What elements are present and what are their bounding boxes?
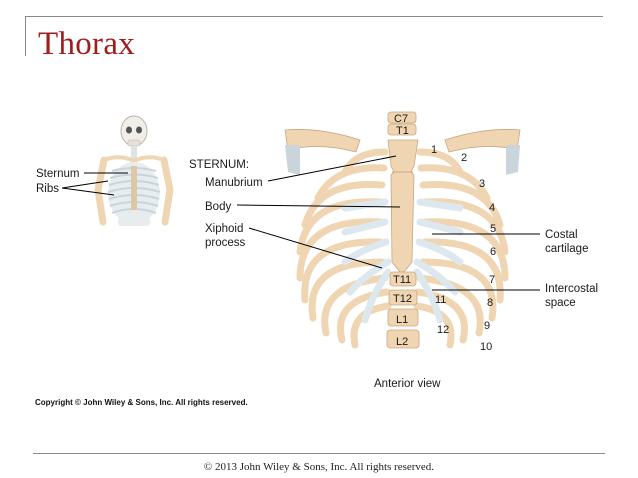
slide-title: Thorax [38,26,136,62]
label-manubrium: Manubrium [205,177,263,189]
top-rule [25,16,603,17]
rib-number-6: 6 [490,246,496,258]
rib-number-1: 1 [431,144,437,156]
label-costal: Costal [545,229,578,241]
label-body: Body [205,201,231,213]
label-l2: L2 [396,336,408,348]
label-sternum-header: STERNUM: [189,159,249,171]
figure-copyright: Copyright © John Wiley & Sons, Inc. All … [35,398,248,407]
title-rule-vertical [25,16,26,56]
label-space: space [545,297,576,309]
label-t11: T11 [393,274,411,286]
small-skeleton-illustration [61,115,174,226]
slide-footer: © 2013 John Wiley & Sons, Inc. All right… [203,461,435,473]
rib-number-3: 3 [479,178,485,190]
rib-number-7: 7 [489,274,495,286]
rib-number-11: 11 [435,294,446,306]
ribcage-illustration [284,111,521,349]
label-intercostal: Intercostal [545,283,598,295]
rib-number-9: 9 [484,320,490,332]
label-l1: L1 [396,314,408,326]
rib-number-12: 12 [437,324,449,336]
label-sternum-small: Sternum [36,168,79,180]
rib-number-4: 4 [489,202,495,214]
footer-rule [33,453,605,454]
label-xiphoid: Xiphoid [205,223,243,235]
rib-number-10: 10 [480,341,492,353]
leader-lines [236,155,540,291]
label-process: process [205,237,246,249]
label-t12: T12 [393,293,412,305]
label-t1: T1 [396,125,409,137]
rib-number-5: 5 [490,223,496,235]
rib-number-8: 8 [487,297,493,309]
label-c7: C7 [394,113,408,125]
label-ribs-small: Ribs [36,183,59,195]
label-cartilage: cartilage [545,243,588,255]
rib-number-2: 2 [461,152,467,164]
label-anterior-view: Anterior view [374,378,441,390]
